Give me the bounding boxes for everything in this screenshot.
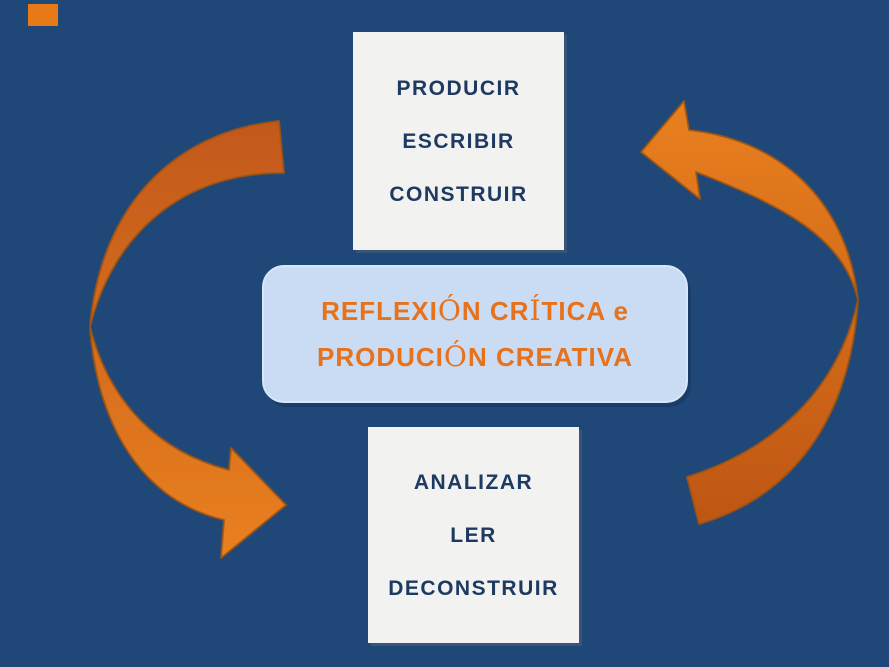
line1-segment: TICA e: [541, 295, 629, 326]
center-box-line2: PRODUCIÓN CREATIVA: [317, 340, 633, 373]
top-box-item-escribir: ESCRIBIR: [402, 129, 515, 153]
top-box-item-construir: CONSTRUIR: [389, 182, 528, 206]
curved-arrow-right-icon: [640, 100, 859, 525]
line1-segment: N CR: [461, 295, 530, 326]
bottom-box-item-deconstruir: DECONSTRUIR: [388, 576, 559, 600]
line2-accented-o: Ó: [443, 340, 468, 373]
line1-accented-o: Ó: [437, 293, 462, 327]
line2-segment: PRODUCI: [317, 342, 444, 372]
line1-segment: REFLEXI: [321, 295, 438, 326]
line1-accented-i: Í: [529, 293, 542, 327]
bottom-process-box: ANALIZAR LER DECONSTRUIR: [368, 427, 579, 643]
center-concept-box: REFLEXIÓN CRÍTICA e PRODUCIÓN CREATIVA: [262, 265, 688, 403]
top-process-box: PRODUCIR ESCRIBIR CONSTRUIR: [353, 32, 564, 250]
line2-segment: N CREATIVA: [467, 342, 633, 372]
top-box-item-producir: PRODUCIR: [396, 76, 521, 100]
bottom-box-item-analizar: ANALIZAR: [413, 470, 534, 494]
bottom-box-item-ler: LER: [450, 523, 497, 547]
corner-accent-mark: [28, 4, 58, 26]
center-box-line1: REFLEXIÓN CRÍTICA e: [321, 293, 629, 327]
curved-arrow-left-icon: [89, 120, 287, 559]
